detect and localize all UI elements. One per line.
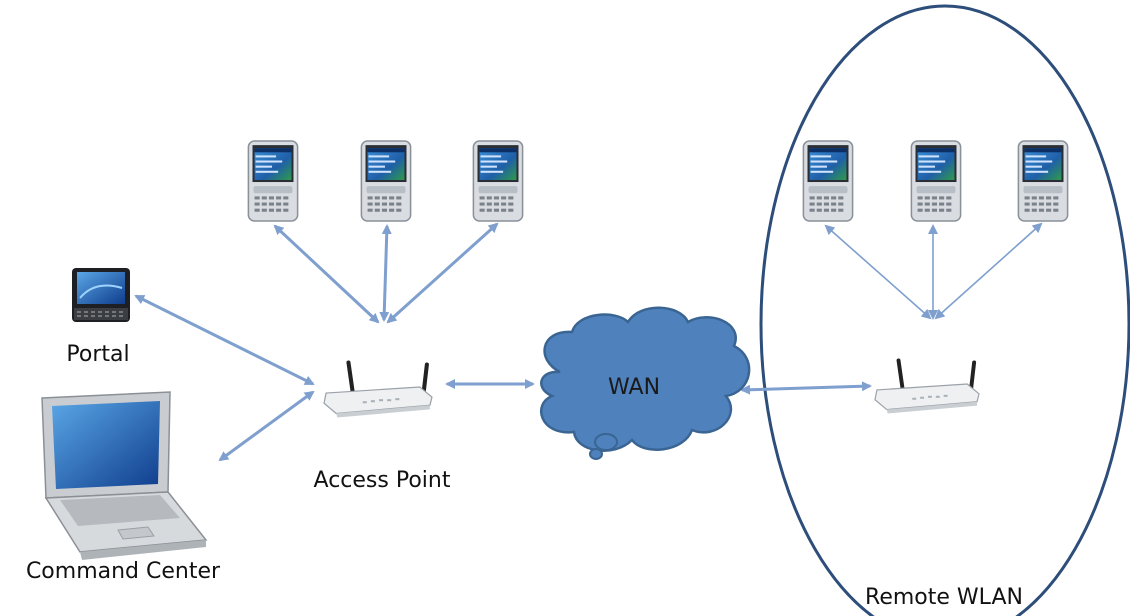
arrow-rpda3-rap (934, 222, 1043, 320)
pda-icon (247, 140, 299, 222)
arrow-pda1-ap (273, 224, 380, 324)
pda-icon (360, 140, 412, 222)
pda-icon (910, 140, 962, 222)
arrow-portal-ap (134, 294, 315, 386)
tablet-device-icon (72, 268, 130, 322)
pda-icon (802, 140, 854, 222)
arrow-wan-remote (740, 381, 872, 395)
wan-label: WAN (608, 375, 660, 400)
access-point-label: Access Point (314, 468, 451, 493)
arrow-pda2-ap (379, 224, 392, 322)
pda-icon (1017, 140, 1069, 222)
remote-wlan-label: Remote WLAN (865, 585, 1023, 610)
arrow-pda3-ap (386, 222, 499, 324)
pda-icon (472, 140, 524, 222)
connection-arrows (134, 222, 872, 462)
command-center-label: Command Center (26, 559, 221, 584)
portal-label: Portal (66, 342, 129, 367)
cloud-icon (540, 306, 751, 460)
wireless-router-icon (324, 363, 432, 418)
remote-arrows (824, 222, 1043, 320)
arrow-rpda1-rap (824, 224, 932, 320)
laptop-icon (41, 391, 208, 560)
wireless-router-icon (873, 358, 981, 414)
arrow-cc-ap (218, 390, 315, 462)
remote-wlan-ellipse (759, 4, 1130, 616)
